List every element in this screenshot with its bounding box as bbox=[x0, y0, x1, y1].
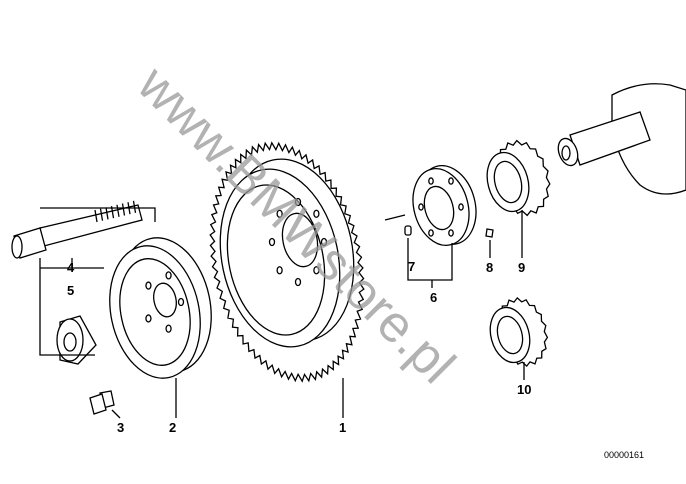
bolt-hole bbox=[313, 266, 320, 275]
sprocket-9 bbox=[486, 139, 551, 217]
label-1: 1 bbox=[339, 420, 346, 435]
bolt-hole bbox=[145, 314, 152, 323]
bolt-hole bbox=[313, 209, 320, 218]
hub-6 bbox=[412, 165, 477, 246]
thread-line bbox=[121, 203, 126, 216]
crankshaft bbox=[557, 83, 686, 195]
thread-line bbox=[94, 209, 98, 223]
sprocket-10 bbox=[489, 296, 549, 368]
dowel-pin-7 bbox=[404, 225, 412, 236]
bolt-hole bbox=[165, 271, 172, 280]
thread-line bbox=[99, 208, 104, 221]
label-6: 6 bbox=[430, 290, 437, 305]
bolt-hole bbox=[268, 237, 276, 247]
bolt-hole bbox=[294, 277, 302, 287]
nut-5 bbox=[56, 315, 97, 365]
label-10: 10 bbox=[517, 382, 531, 397]
thread-line bbox=[105, 207, 109, 220]
bolt-hole bbox=[294, 197, 302, 207]
bolt-hole bbox=[418, 203, 424, 211]
pulley-2 bbox=[109, 237, 212, 379]
bolt-hole bbox=[320, 237, 328, 247]
bolt-hole bbox=[428, 229, 434, 237]
bolt-hole bbox=[428, 177, 434, 185]
leader-lines bbox=[39, 207, 525, 419]
label-8: 8 bbox=[486, 260, 493, 275]
label-5: 5 bbox=[67, 283, 74, 298]
bolt-hole bbox=[145, 281, 152, 290]
label-9: 9 bbox=[518, 260, 525, 275]
bolt-4 bbox=[11, 200, 143, 259]
bolt-hole bbox=[448, 229, 454, 237]
label-4: 4 bbox=[67, 260, 75, 275]
vibration-damper-1 bbox=[209, 141, 365, 383]
label-2: 2 bbox=[169, 420, 176, 435]
bolt-hole bbox=[448, 177, 454, 185]
drawing-code: 00000161 bbox=[604, 450, 644, 460]
bolt-hole bbox=[177, 297, 185, 307]
thread-line bbox=[132, 200, 137, 214]
thread-line bbox=[116, 204, 120, 217]
bolt-hole bbox=[276, 209, 283, 218]
bolt-hole bbox=[165, 324, 172, 333]
bolt-hole bbox=[458, 203, 464, 211]
woodruff-key-8 bbox=[485, 228, 494, 238]
label-7: 7 bbox=[408, 259, 415, 274]
label-3: 3 bbox=[117, 420, 124, 435]
bolt-hole bbox=[276, 266, 283, 275]
bolt-3 bbox=[89, 390, 115, 415]
